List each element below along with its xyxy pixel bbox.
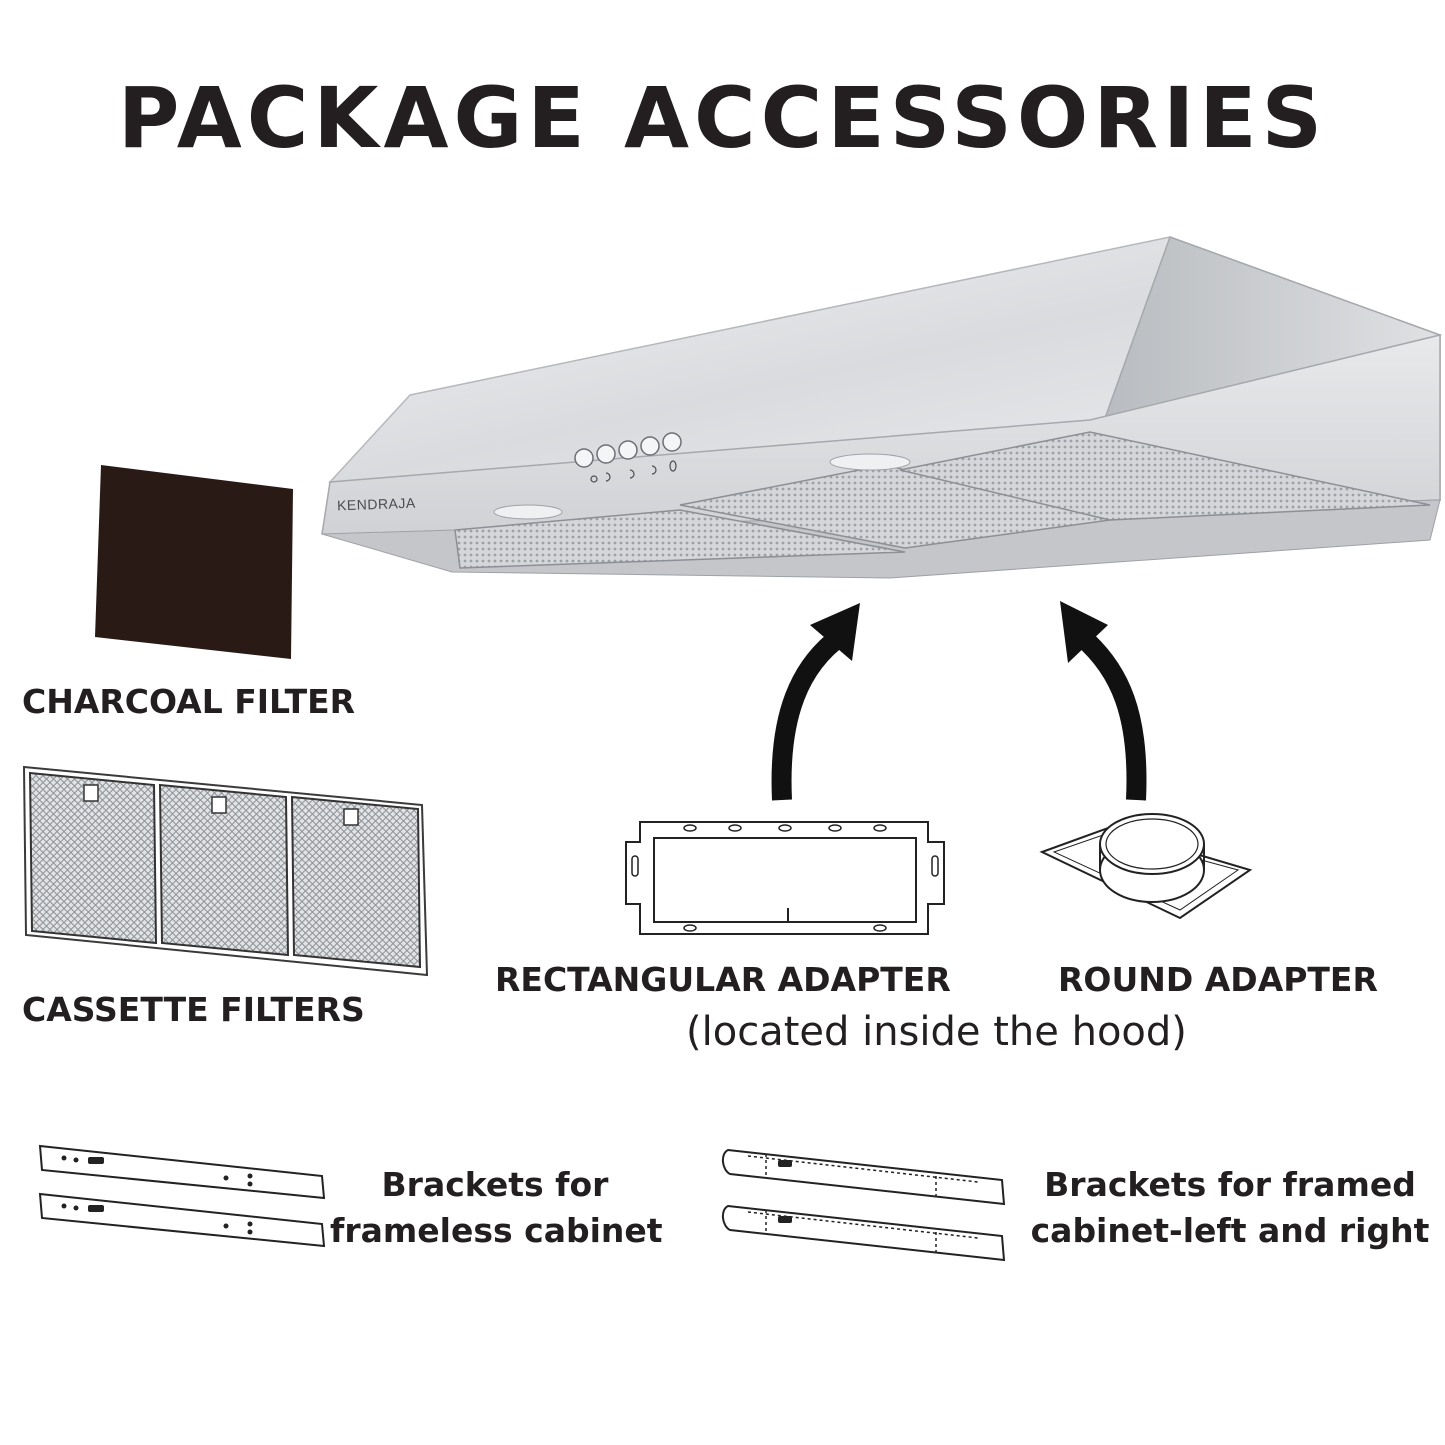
frameless-brackets-label: Brackets for frameless cabinet <box>330 1162 663 1254</box>
cassette-filters-image <box>22 765 429 977</box>
arrow-up-curved-icon <box>1060 601 1147 801</box>
framed-brackets-label: Brackets for framed cabinet-left and rig… <box>1030 1162 1430 1254</box>
page-title: PACKAGE ACCESSORIES <box>117 69 1328 167</box>
framed-brackets-line1: Brackets for framed <box>1044 1165 1416 1204</box>
charcoal-filter-image <box>95 465 293 659</box>
frameless-brackets-line1: Brackets for <box>381 1165 609 1204</box>
hood-brand: KENDRAJA <box>336 494 416 514</box>
adapter-location-note: (located inside the hood) <box>686 1009 1187 1055</box>
frameless-brackets-image <box>38 1144 326 1248</box>
rectangular-adapter-image <box>625 821 945 935</box>
charcoal-filter-label: CHARCOAL FILTER <box>22 682 356 721</box>
framed-brackets-line2: cabinet-left and right <box>1030 1211 1430 1250</box>
frameless-brackets-line2: frameless cabinet <box>330 1211 663 1250</box>
round-adapter-label: ROUND ADAPTER <box>1058 960 1378 999</box>
cassette-filters-label: CASSETTE FILTERS <box>22 990 365 1029</box>
round-adapter-image <box>1039 813 1253 920</box>
rectangular-adapter-label: RECTANGULAR ADAPTER <box>495 960 951 999</box>
arrow-up-curved-icon <box>771 603 860 801</box>
framed-brackets-image <box>722 1148 1006 1262</box>
